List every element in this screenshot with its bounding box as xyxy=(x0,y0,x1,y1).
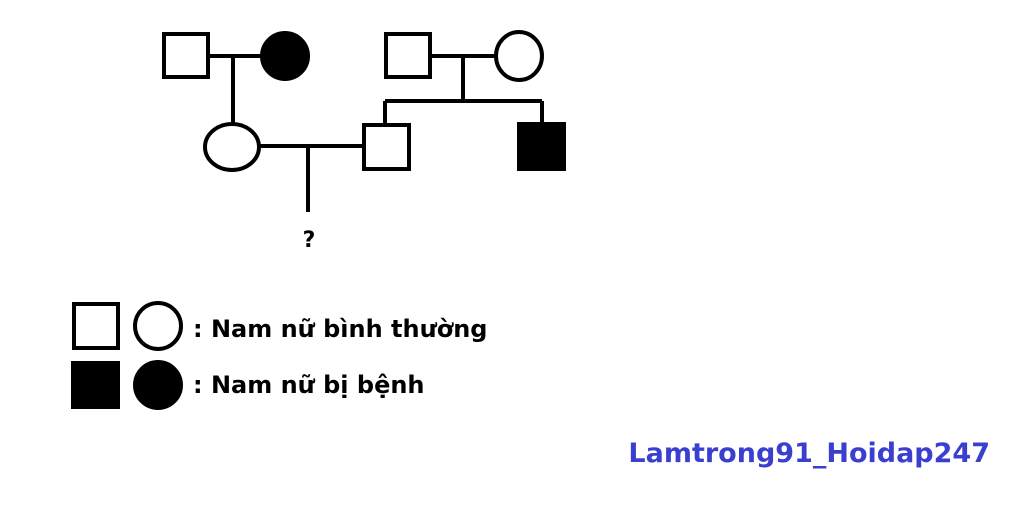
legend-normal-row xyxy=(72,301,183,351)
gen1-right-male-normal-square xyxy=(384,32,432,79)
gen2-female-normal-circle xyxy=(203,122,261,172)
legend-affected-female-circle-icon xyxy=(133,360,183,410)
watermark-text: Lamtrong91_Hoidap247 xyxy=(628,438,990,469)
legend-normal-label: : Nam nữ bình thường xyxy=(193,315,487,343)
pedigree-lines xyxy=(208,54,544,212)
gen1-left-female-affected-circle xyxy=(260,31,310,81)
legend-normal-male-square-icon xyxy=(72,302,120,350)
legend-affected-male-square-icon xyxy=(71,361,120,409)
gen2-affected-brother-square xyxy=(517,122,566,171)
legend-affected-row xyxy=(71,360,183,410)
legend-normal-female-circle-icon xyxy=(133,301,183,351)
gen1-right-female-normal-circle xyxy=(494,30,544,82)
pedigree-individuals xyxy=(162,30,566,172)
legend: : Nam nữ bình thường : Nam nữ bị bệnh xyxy=(71,301,487,410)
gen2-male-normal-square xyxy=(362,123,411,171)
legend-affected-label: : Nam nữ bị bệnh xyxy=(193,371,425,399)
gen1-left-male-normal-square xyxy=(162,32,210,79)
unknown-child-label: ? xyxy=(303,228,316,253)
